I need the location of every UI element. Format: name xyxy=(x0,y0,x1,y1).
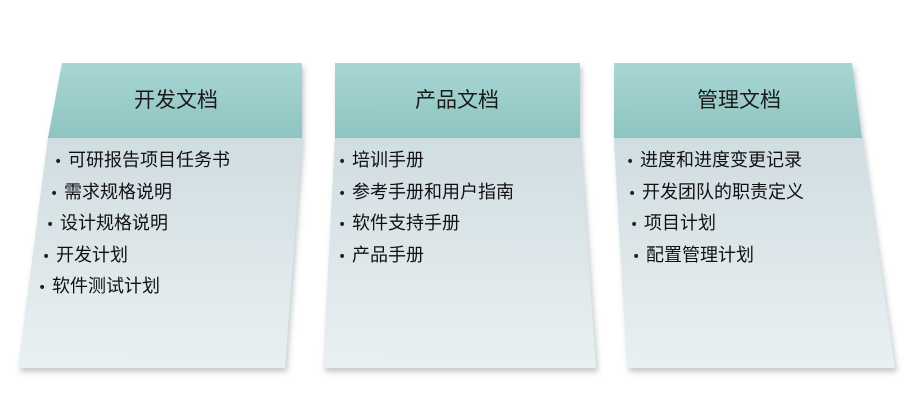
list-item: •配置管理计划 xyxy=(632,240,808,272)
bullet-icon: • xyxy=(630,217,639,233)
card-list-product-docs: •培训手册 •参考手册和用户指南 •软件支持手册 •产品手册 xyxy=(338,145,514,271)
list-item: •进度和进度变更记录 xyxy=(626,145,802,177)
bullet-icon: • xyxy=(38,280,47,296)
list-item: •需求规格说明 xyxy=(50,177,226,209)
bullet-icon: • xyxy=(628,185,637,202)
bullet-icon: • xyxy=(46,217,55,233)
card-body xyxy=(614,138,895,368)
list-item: •产品手册 xyxy=(338,240,514,272)
list-item: •设计规格说明 xyxy=(46,208,222,240)
list-item: •项目计划 xyxy=(630,208,806,240)
bullet-icon: • xyxy=(54,154,63,170)
card-dev-docs xyxy=(18,63,302,368)
card-title-management-docs: 管理文档 xyxy=(697,88,781,112)
card-header xyxy=(48,63,302,138)
card-header xyxy=(335,63,580,138)
bullet-icon: • xyxy=(338,185,347,202)
list-item: •培训手册 xyxy=(338,145,514,177)
bullet-icon: • xyxy=(338,154,347,170)
bullet-icon: • xyxy=(338,217,347,233)
bullet-icon: • xyxy=(338,248,347,265)
card-title-product-docs: 产品文档 xyxy=(415,88,499,112)
card-management-docs xyxy=(614,63,895,368)
list-item: •开发计划 xyxy=(42,240,218,272)
card-body xyxy=(323,138,596,368)
bullet-icon: • xyxy=(50,185,59,202)
card-list-management-docs: •进度和进度变更记录 •开发团队的职责定义 •项目计划 •配置管理计划 xyxy=(0,145,804,271)
list-item: •参考手册和用户指南 xyxy=(338,177,514,209)
card-product-docs xyxy=(323,63,596,368)
bullet-icon: • xyxy=(626,154,635,170)
list-item: •开发团队的职责定义 xyxy=(628,177,804,209)
card-list-dev-docs: •可研报告项目任务书 •需求规格说明 •设计规格说明 •开发计划 •软件测试计划 xyxy=(0,145,230,303)
list-item: •软件测试计划 xyxy=(38,271,214,303)
bullet-icon: • xyxy=(632,248,641,265)
list-item: •可研报告项目任务书 xyxy=(54,145,230,177)
card-title-dev-docs: 开发文档 xyxy=(134,88,218,112)
bullet-icon: • xyxy=(42,248,51,265)
card-body xyxy=(18,138,302,368)
list-item: •软件支持手册 xyxy=(338,208,514,240)
card-header xyxy=(614,63,862,138)
